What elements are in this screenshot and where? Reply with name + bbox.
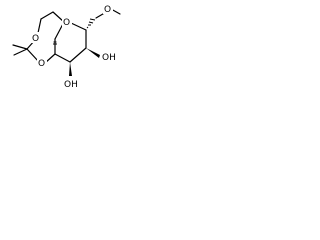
hashed-bond-anomeric	[86, 18, 96, 29]
bond	[54, 53, 71, 63]
hydroxyl-label: OH	[64, 80, 78, 88]
acetal-oxygen-label: O	[32, 34, 39, 44]
bond	[69, 47, 87, 63]
hydroxyl-label: OH	[102, 53, 116, 63]
methoxy-oxygen-label: O	[104, 5, 111, 15]
atom-labels: O O O O OH OH	[31, 3, 116, 88]
bond	[70, 22, 87, 31]
methyl-bond	[13, 48, 28, 56]
gem-dimethyl	[12, 44, 28, 56]
bond	[40, 11, 54, 20]
structure-canvas: O O O O OH OH	[0, 0, 124, 88]
wedge-bonds	[69, 48, 100, 76]
acetal-oxygen-label: O	[38, 59, 45, 69]
molecule-drawing: O O O O OH OH	[12, 3, 121, 88]
methyl-bond	[12, 44, 28, 50]
wedge-bond-oh-bottom	[69, 62, 72, 76]
bond	[37, 18, 42, 34]
ring-oxygen-label: O	[63, 18, 70, 28]
wedge-bond-oh-right	[86, 48, 100, 58]
hashed-bond-ring-fusion	[53, 40, 57, 45]
